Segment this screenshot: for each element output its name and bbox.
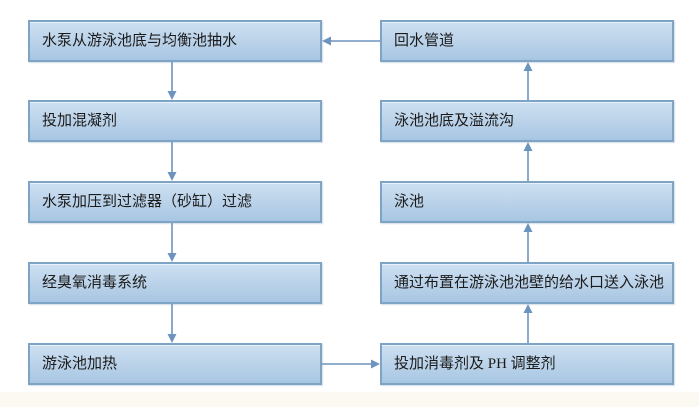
flow-node-wall-inlet: 通过布置在游泳池池壁的给水口送入泳池 <box>380 262 674 304</box>
flow-node-label: 游泳池加热 <box>42 355 118 372</box>
flow-node-pool-bottom-overflow: 泳池池底及溢流沟 <box>380 100 674 142</box>
arrow-up-overflow-to-returnpipe <box>523 62 533 100</box>
flow-node-label: 投加消毒剂及 PH 调整剂 <box>394 355 556 372</box>
flow-node-filter: 水泵加压到过滤器（砂缸）过滤 <box>28 181 322 223</box>
arrow-down-ozone-to-heating <box>167 304 177 343</box>
flow-node-label: 泳池池底及溢流沟 <box>394 112 515 129</box>
arrow-up-inlet-to-pool <box>523 223 533 262</box>
flow-node-label: 水泵加压到过滤器（砂缸）过滤 <box>42 193 253 210</box>
flow-node-label: 水泵从游泳池底与均衡池抽水 <box>42 32 238 49</box>
flow-node-label: 投加混凝剂 <box>42 112 118 129</box>
arrow-up-disinfectant-to-inlet <box>523 304 533 343</box>
flow-node-add-coagulant: 投加混凝剂 <box>28 100 322 142</box>
arrow-down-coagulant-to-filter <box>167 142 177 181</box>
arrow-left-returnpipe-to-pump <box>322 36 380 46</box>
flow-node-pump-intake: 水泵从游泳池底与均衡池抽水 <box>28 20 322 62</box>
flow-node-label: 泳池 <box>394 193 425 210</box>
flow-node-pool-heating: 游泳池加热 <box>28 343 322 385</box>
flow-node-label: 通过布置在游泳池池壁的给水口送入泳池 <box>394 274 665 291</box>
flow-node-return-pipe: 回水管道 <box>380 20 674 62</box>
flow-node-add-disinfectant-ph: 投加消毒剂及 PH 调整剂 <box>380 343 674 385</box>
flow-node-ozone-disinfection: 经臭氧消毒系统 <box>28 262 322 304</box>
arrow-down-pump-to-coagulant <box>167 62 177 100</box>
flow-node-pool: 泳池 <box>380 181 674 223</box>
flow-node-label: 回水管道 <box>394 32 455 49</box>
arrow-right-heating-to-disinfectant <box>322 359 380 369</box>
flow-node-label: 经臭氧消毒系统 <box>42 274 148 291</box>
arrow-up-pool-to-overflow <box>523 142 533 181</box>
page-bottom-tint <box>0 392 699 407</box>
arrow-down-filter-to-ozone <box>167 223 177 262</box>
